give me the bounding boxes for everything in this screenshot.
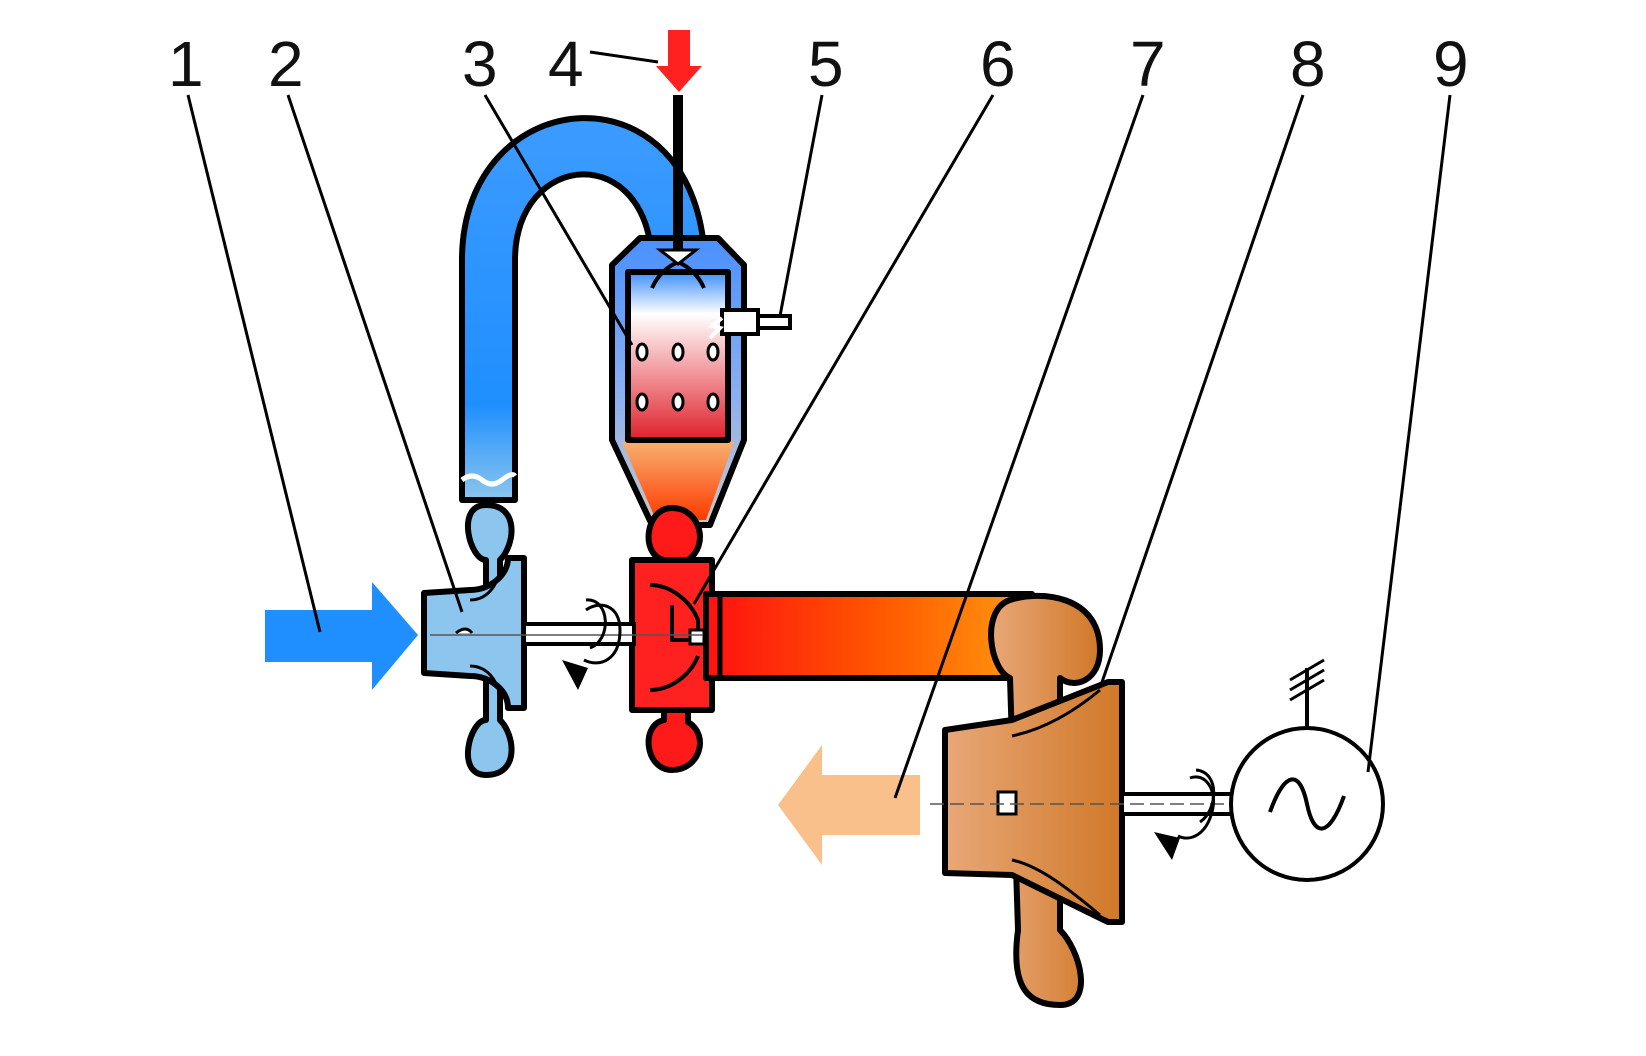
- rotation-arrow-icon: [562, 598, 622, 690]
- leader-4: [589, 50, 659, 64]
- air-intake-arrow-icon: [265, 582, 418, 690]
- callout-7: 7: [1130, 28, 1166, 100]
- leader-lines: [186, 50, 1452, 799]
- fuel-arrow-icon: [656, 30, 702, 92]
- exhaust-arrow-icon: [778, 745, 920, 865]
- compressor-impeller: [421, 555, 527, 711]
- leader-2: [286, 94, 464, 613]
- leader-8: [1098, 94, 1305, 689]
- callout-6: 6: [980, 28, 1016, 100]
- callout-5: 5: [808, 28, 844, 100]
- callout-2: 2: [268, 28, 304, 100]
- power-turbine-impeller: [942, 679, 1125, 925]
- liner-holes: [635, 342, 720, 412]
- combustor-nozzle-cone: [622, 442, 734, 520]
- callout-9: 9: [1433, 28, 1469, 100]
- callout-8: 8: [1290, 28, 1326, 100]
- leader-7: [893, 94, 1145, 799]
- callout-3: 3: [462, 28, 498, 100]
- ac-generator-icon: [1229, 658, 1385, 882]
- liner-hole: [635, 342, 649, 362]
- hot-gas-duct: [703, 591, 1035, 681]
- fuel-injector: [650, 95, 706, 289]
- hp-turbine: [629, 505, 715, 773]
- compressor: [421, 502, 527, 778]
- output-rotation-arrow-icon: [1154, 768, 1216, 860]
- liner-hole: [706, 392, 720, 412]
- liner-hole: [671, 342, 685, 362]
- power-turbine: [942, 592, 1125, 1008]
- duct-wavy-edge: [460, 472, 517, 487]
- liner-hole: [635, 392, 649, 412]
- leader-3: [483, 94, 634, 346]
- callout-4: 4: [548, 28, 584, 100]
- leader-5: [778, 94, 824, 317]
- callout-1: 1: [168, 28, 204, 100]
- leader-1: [186, 94, 322, 633]
- igniter: [707, 308, 792, 340]
- leader-9: [1366, 94, 1452, 773]
- leader-6: [692, 94, 995, 605]
- shaft: [522, 622, 636, 646]
- liner-hole: [706, 342, 720, 362]
- liner-hole: [671, 392, 685, 412]
